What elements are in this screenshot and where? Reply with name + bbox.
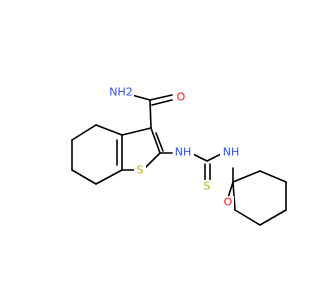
atom-label: O: [224, 196, 233, 209]
bond: [259, 209, 287, 226]
bond: [95, 169, 123, 185]
bond: [192, 153, 208, 162]
atom-label: NH2: [109, 86, 133, 99]
bond: [71, 169, 97, 185]
bond: [144, 152, 161, 169]
bond: [151, 99, 173, 106]
acyl-nh-label: NH: [220, 146, 242, 159]
label-layer: NH2 O NH S NH S O: [108, 86, 242, 209]
thiophene-sulfur-label: S: [134, 164, 146, 177]
atom-label: NH: [223, 146, 240, 159]
bond: [155, 132, 164, 152]
bond: [71, 124, 97, 141]
bond: [95, 124, 123, 136]
atom-label: O: [177, 91, 186, 104]
amide-oxygen-label: O: [175, 91, 187, 104]
atom-label: NH: [175, 146, 192, 159]
bond: [259, 170, 287, 183]
bond: [234, 209, 261, 226]
bond: [121, 127, 152, 136]
molecule-structure: NH2 O NH S NH S O: [71, 86, 287, 226]
bond: [149, 99, 152, 129]
atom-label: S: [204, 180, 211, 193]
benzoyl-oxygen-label: O: [222, 196, 234, 209]
atom-label: S: [137, 164, 144, 177]
bond: [149, 94, 173, 101]
bond: [150, 127, 161, 154]
bond: [227, 181, 234, 199]
thioamide-nh-label: NH: [174, 146, 194, 159]
amide-nh2-label: NH2: [108, 86, 134, 99]
bond: [232, 170, 261, 183]
thione-sulfur-label: S: [202, 180, 214, 193]
